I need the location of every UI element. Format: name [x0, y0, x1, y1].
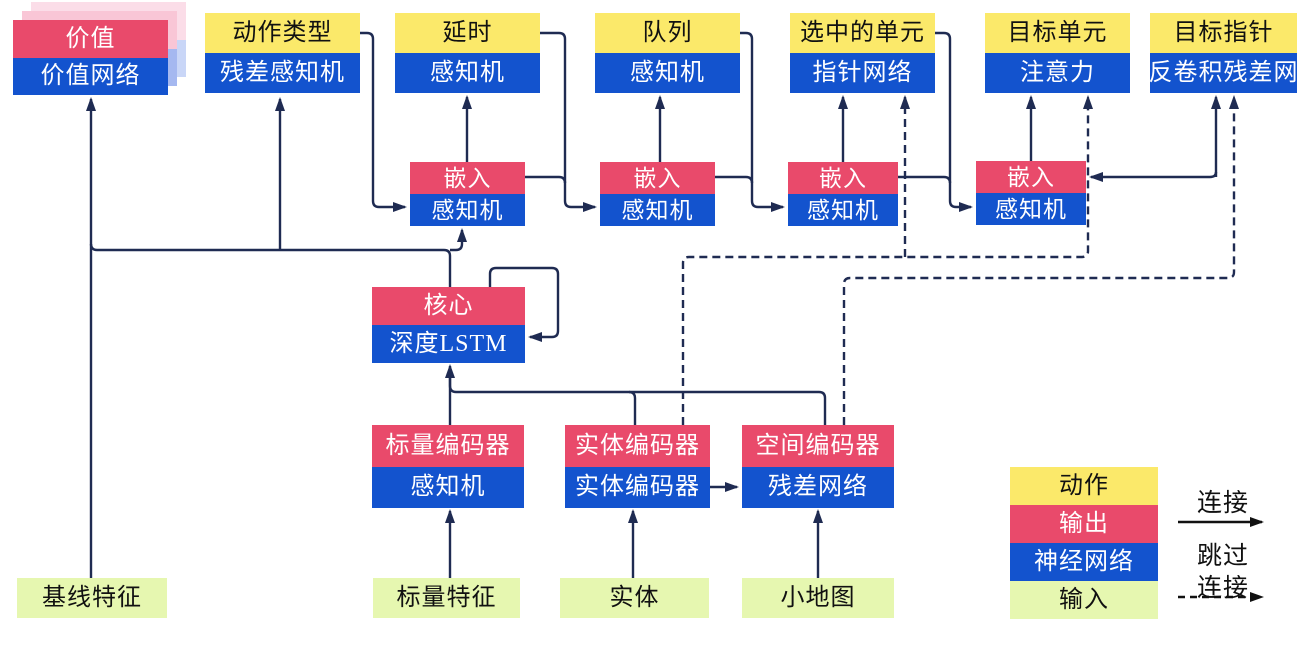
input-scalar-features: 标量特征 [373, 578, 520, 618]
edge-entity-up [628, 390, 637, 425]
legend-color-key: 动作 输出 神经网络 输入 [1010, 467, 1158, 619]
legend-network-label: 神经网络 [1010, 543, 1158, 581]
spatial-encoder-box: 空间编码器 残差网络 [742, 425, 894, 508]
selected-units-network-label: 指针网络 [790, 53, 935, 93]
embed-box-2: 嵌入 感知机 [600, 162, 715, 226]
entity-encoder-network-label: 实体编码器 [565, 466, 710, 508]
embed-2-output-label: 嵌入 [600, 162, 715, 194]
embed-1-network-label: 感知机 [410, 194, 525, 226]
entity-encoder-output-label: 实体编码器 [565, 425, 710, 467]
entities-label: 实体 [560, 578, 709, 618]
edge-embed1-out [525, 175, 567, 184]
action-type-network-label: 残差感知机 [205, 53, 360, 93]
legend-dashed-arrow-label-line1: 跳过 [1196, 543, 1249, 570]
edge-encoder-bus [448, 378, 819, 394]
edge-selected-units-to-embed4 [935, 31, 973, 212]
embed-box-3: 嵌入 感知机 [788, 162, 898, 226]
edge-to-embed4-right [1089, 171, 1218, 182]
edge-queue-to-embed3 [740, 31, 785, 212]
legend-dashed-arrow-label-line2: 连接 [1196, 575, 1249, 602]
edge-spatial-up [818, 390, 827, 425]
edge-core-self-loop [488, 266, 560, 342]
legend-action-label: 动作 [1010, 467, 1158, 505]
edge-embed2-out [715, 175, 754, 184]
action-type-action-label: 动作类型 [205, 13, 360, 53]
legend-solid-arrow-label: 连接 [1196, 490, 1249, 517]
core-output-label: 核心 [372, 287, 525, 325]
edge-action-type-to-embed1 [360, 31, 407, 212]
spatial-encoder-output-label: 空间编码器 [742, 425, 894, 467]
target-point-head: 目标指针 反卷积残差网 [1149, 13, 1298, 93]
target-unit-head: 目标单元 注意力 [985, 13, 1130, 93]
value-output-label: 价值 [13, 20, 168, 58]
scalar-features-label: 标量特征 [373, 578, 520, 618]
scalar-encoder-network-label: 感知机 [372, 466, 524, 508]
skip-spatial-to-target-point [842, 95, 1239, 425]
target-unit-network-label: 注意力 [985, 53, 1130, 93]
target-point-network-label: 反卷积残差网 [1149, 53, 1298, 93]
delay-network-label: 感知机 [395, 53, 540, 93]
entity-encoder-box: 实体编码器 实体编码器 [565, 425, 710, 508]
legend-input-label: 输入 [1010, 581, 1158, 619]
embed-1-output-label: 嵌入 [410, 162, 525, 194]
input-minimap: 小地图 [742, 578, 894, 618]
edge-delay-to-embed2 [540, 31, 597, 212]
input-baseline-features: 基线特征 [17, 578, 167, 618]
legend-output-label: 输出 [1010, 505, 1158, 543]
edge-core-bus [89, 243, 452, 287]
selected-units-head: 选中的单元 指针网络 [790, 13, 935, 93]
queue-network-label: 感知机 [595, 53, 740, 93]
action-type-head: 动作类型 残差感知机 [205, 13, 360, 93]
value-head: 价值 价值网络 [13, 20, 168, 95]
input-entities: 实体 [560, 578, 709, 618]
embed-4-output-label: 嵌入 [976, 161, 1086, 193]
delay-action-label: 延时 [395, 13, 540, 53]
embed-box-1: 嵌入 感知机 [410, 162, 525, 226]
scalar-encoder-output-label: 标量编码器 [372, 425, 524, 467]
core-box: 核心 深度LSTM [372, 287, 525, 363]
delay-head: 延时 感知机 [395, 13, 540, 93]
embed-4-network-label: 感知机 [976, 193, 1086, 225]
selected-units-action-label: 选中的单元 [790, 13, 935, 53]
target-unit-action-label: 目标单元 [985, 13, 1130, 53]
edge-core-to-embed1 [450, 228, 467, 252]
embed-box-4: 嵌入 感知机 [976, 161, 1086, 225]
spatial-encoder-network-label: 残差网络 [742, 466, 894, 508]
skip-entity-bus [681, 95, 1093, 425]
scalar-encoder-box: 标量编码器 感知机 [372, 425, 524, 508]
core-network-label: 深度LSTM [372, 325, 525, 363]
embed-3-network-label: 感知机 [788, 194, 898, 226]
value-network-label: 价值网络 [13, 57, 168, 95]
embed-2-network-label: 感知机 [600, 194, 715, 226]
queue-action-label: 队列 [595, 13, 740, 53]
minimap-label: 小地图 [742, 578, 894, 618]
baseline-features-label: 基线特征 [17, 578, 167, 618]
edge-embed3-out [898, 175, 952, 184]
embed-3-output-label: 嵌入 [788, 162, 898, 194]
target-point-action-label: 目标指针 [1150, 13, 1297, 53]
queue-head: 队列 感知机 [595, 13, 740, 93]
